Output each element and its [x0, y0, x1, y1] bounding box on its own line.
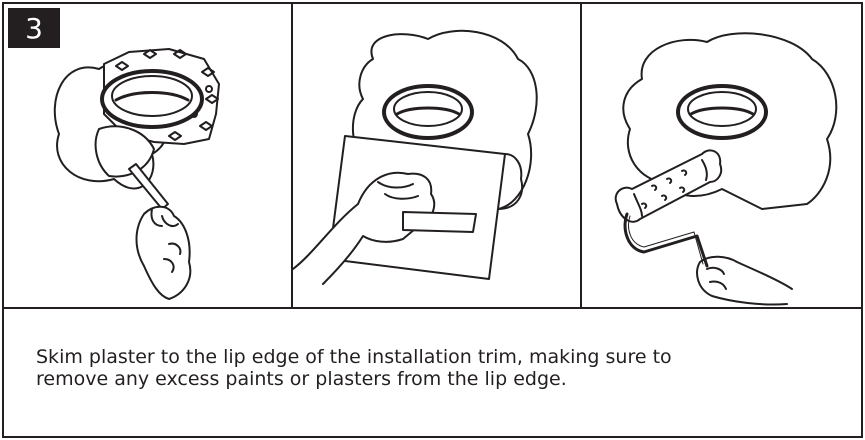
- panel-scrape-plaster: [293, 4, 580, 307]
- divider-horizontal: [2, 307, 863, 309]
- step-number-badge: 3: [8, 8, 60, 48]
- caption-line-2: remove any excess paints or plasters fro…: [36, 368, 836, 390]
- panel-roll-paint: [582, 4, 861, 307]
- apply-plaster-illustration: [4, 4, 291, 307]
- instruction-caption: Skim plaster to the lip edge of the inst…: [36, 346, 836, 390]
- scrape-plaster-illustration: [293, 4, 580, 307]
- caption-line-1: Skim plaster to the lip edge of the inst…: [36, 346, 836, 368]
- roll-paint-illustration: [582, 4, 861, 307]
- panel-apply-plaster: 3: [4, 4, 291, 307]
